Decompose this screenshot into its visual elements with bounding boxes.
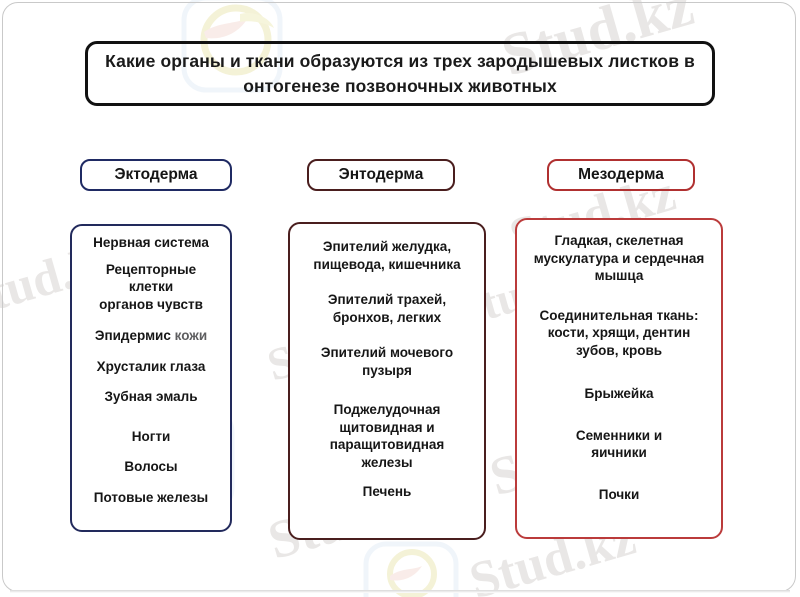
faded-word: кожи [174, 328, 208, 344]
list-item: Ногти [131, 428, 171, 444]
list-item: Зубная эмаль [104, 389, 198, 405]
list-item: Рецепторные клетки органов чувств [99, 261, 203, 312]
list-item: Эпителий желудка, пищевода, кишечника [313, 239, 461, 272]
header-pill-ectoderm: Эктодерма [80, 159, 232, 191]
list-item: Эпителий трахей, бронхов, легких [327, 292, 447, 325]
list-item: Волосы [124, 459, 178, 475]
list-item: Эпителий мочевого пузыря [320, 345, 454, 378]
header-label-mesoderm: Мезодерма [578, 166, 664, 183]
header-pill-mesoderm: Мезодерма [547, 159, 695, 191]
slide-title-box: Какие органы и ткани образуются из трех … [85, 41, 715, 106]
list-item: Семенники и яичники [575, 427, 663, 461]
slide-shadow [10, 590, 790, 593]
page-title: Какие органы и ткани образуются из трех … [105, 51, 695, 96]
column-endoderm: Эпителий желудка, пищевода, кишечника Эп… [288, 222, 486, 540]
list-item: Хрусталик глаза [96, 358, 206, 374]
list-item: Гладкая, скелетная мускулатура и сердечн… [533, 233, 705, 284]
list-item: Потовые железы [93, 489, 209, 505]
list-item: Соединительная ткань: кости, хрящи, дент… [539, 307, 699, 358]
header-label-endoderm: Энтодерма [338, 166, 424, 183]
site-logo-watermark-bottom [363, 541, 459, 597]
column-mesoderm: Гладкая, скелетная мускулатура и сердечн… [515, 218, 723, 539]
list-item: Эпидермис кожи [94, 328, 208, 344]
header-pill-endoderm: Энтодерма [307, 159, 455, 191]
list-item: Поджелудочная щитовидная и паращитовидна… [329, 402, 445, 470]
column-ectoderm: Нервная система Рецепторные клетки орган… [70, 224, 232, 532]
list-item: Почки [598, 486, 640, 502]
header-label-ectoderm: Эктодерма [114, 166, 198, 183]
list-item: Печень [362, 484, 412, 500]
list-item: Брыжейка [584, 386, 654, 402]
list-item: Нервная система [93, 235, 209, 250]
